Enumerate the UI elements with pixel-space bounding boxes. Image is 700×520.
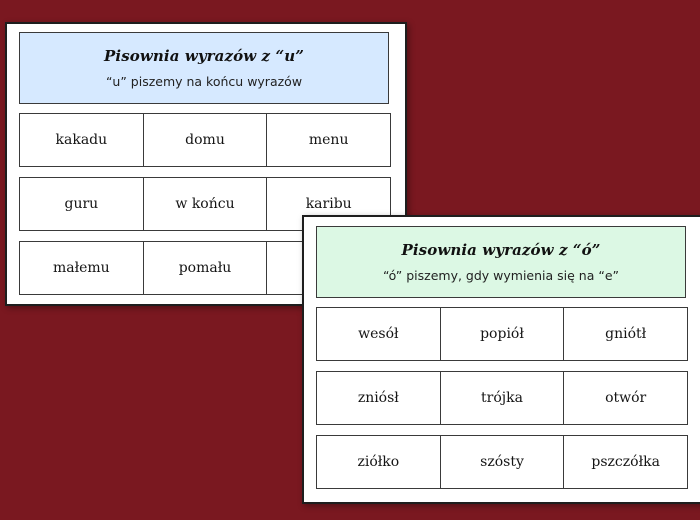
word-cell: domu: [144, 114, 268, 166]
card-u-header: Pisownia wyrazów z “u” “u” piszemy na ko…: [19, 32, 389, 104]
word-cell: wesół: [317, 308, 441, 360]
table-row: wesół popiół gniótł: [316, 307, 688, 361]
table-row: ziółko szósty pszczółka: [316, 435, 688, 489]
table-row: zniósł trójka otwór: [316, 371, 688, 425]
word-cell: trójka: [441, 372, 565, 424]
word-cell: karibu: [305, 196, 352, 212]
table-row: guru w końcu karibu: [19, 177, 391, 231]
card-o-subtitle: “ó” piszemy, gdy wymienia się na “e”: [383, 268, 619, 283]
card-u-subtitle: “u” piszemy na końcu wyrazów: [105, 74, 303, 89]
card-o-title: Pisownia wyrazów z “ó”: [401, 241, 601, 259]
card-o-header: Pisownia wyrazów z “ó” “ó” piszemy, gdy …: [316, 226, 686, 298]
word-cell: otwór: [605, 390, 647, 406]
word-cell: menu: [308, 132, 349, 148]
word-cell: ziółko: [317, 436, 441, 488]
word-cell: szósty: [441, 436, 565, 488]
word-cell: pomału: [144, 242, 268, 294]
word-cell: zniósł: [317, 372, 441, 424]
table-row: małemu pomału r: [19, 241, 391, 295]
table-row: kakadu domu menu: [19, 113, 391, 167]
word-cell: małemu: [20, 242, 144, 294]
word-cell: gniótł: [605, 326, 647, 342]
spelling-card-o: Pisownia wyrazów z “ó” “ó” piszemy, gdy …: [302, 215, 700, 504]
card-u-title: Pisownia wyrazów z “u”: [104, 47, 304, 65]
word-cell: w końcu: [144, 178, 268, 230]
word-cell: kakadu: [20, 114, 144, 166]
word-cell: guru: [20, 178, 144, 230]
word-cell: pszczółka: [591, 454, 660, 470]
card-u-word-grid: kakadu domu menu guru w końcu karibu mał…: [19, 113, 391, 304]
card-o-word-grid: wesół popiół gniótł zniósł trójka otwór …: [316, 307, 688, 499]
spelling-card-u: Pisownia wyrazów z “u” “u” piszemy na ko…: [5, 22, 407, 306]
word-cell: popiół: [441, 308, 565, 360]
